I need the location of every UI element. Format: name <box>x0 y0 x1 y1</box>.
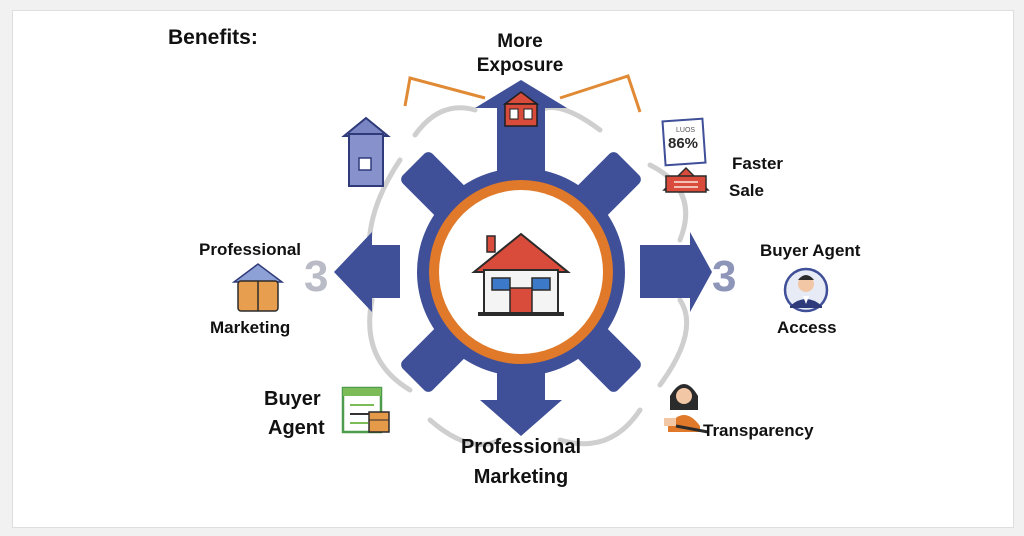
label-more-exposure-1: More <box>497 31 543 52</box>
label-left-marketing-2: Marketing <box>210 318 291 337</box>
label-buyer-agent-access-1: Buyer Agent <box>760 241 861 260</box>
right-digit: 3 <box>712 252 737 301</box>
label-left-marketing-1: Professional <box>199 240 302 259</box>
label-bottom-marketing-2: Marketing <box>473 466 569 488</box>
sign-small-text: LUOS <box>676 127 696 134</box>
woman-agent-icon <box>664 384 709 434</box>
label-buyer-agent-1: Buyer <box>264 388 321 410</box>
marketing-house-icon <box>231 263 285 312</box>
house-icon <box>497 91 545 133</box>
label-transparency: Transparency <box>703 421 814 440</box>
label-faster-sale-1: Faster <box>732 154 784 173</box>
label-bottom-marketing-1: Professional <box>460 436 582 458</box>
agent-avatar-icon <box>783 267 829 313</box>
label-faster-sale-2: Sale <box>729 181 764 200</box>
label-buyer-agent-2: Agent <box>268 417 325 439</box>
page-title: Benefits: <box>168 26 258 49</box>
sign-percent: 86% <box>668 135 699 152</box>
label-buyer-agent-access-2: Access <box>777 318 837 337</box>
small-house-icon <box>341 116 391 187</box>
spoke-right <box>640 232 712 312</box>
orange-connector <box>403 74 642 113</box>
box-icon <box>368 411 390 433</box>
hub-house-icon <box>471 232 571 316</box>
spoke-left <box>334 232 400 312</box>
label-more-exposure-2: Exposure <box>476 55 564 76</box>
price-sign-icon <box>661 117 710 193</box>
left-digit: 3 <box>304 252 329 301</box>
spoke-down <box>480 370 562 436</box>
